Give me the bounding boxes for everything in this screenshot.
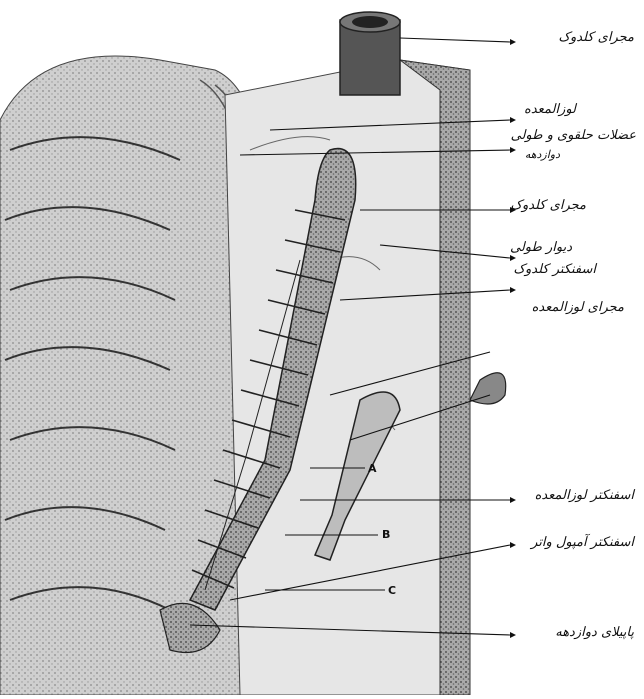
label-bile-sphincter: اسفنکتر کلدوک	[513, 262, 596, 277]
label-longitudinal-wall: دیوار طولی	[510, 240, 572, 255]
label-common-bile-duct-top: مجرای کلدوک	[558, 30, 634, 45]
letter-c: C	[388, 584, 396, 597]
label-common-bile-duct-mid: مجرای کلدوک	[510, 198, 586, 213]
duodenal-wall	[0, 56, 265, 695]
label-pancreatic-duct: مجرای لوزالمعده	[532, 300, 624, 315]
label-pancreas: لوزالمعده	[524, 102, 576, 117]
label-duodenal-muscles: عضلات حلقوی و طولی	[511, 128, 636, 143]
bile-duct-tube	[340, 12, 400, 95]
letter-b: B	[382, 528, 390, 541]
label-ampulla-sphincter: اسفنکتر آمپول واتر	[531, 535, 634, 550]
label-duodenum: دوازدهه	[525, 148, 560, 161]
letter-a: A	[368, 462, 377, 475]
label-pancreatic-sphincter: اسفنکتر لوزالمعده	[535, 488, 634, 503]
label-duodenal-papilla: پاپیلای دوازدهه	[555, 625, 634, 640]
